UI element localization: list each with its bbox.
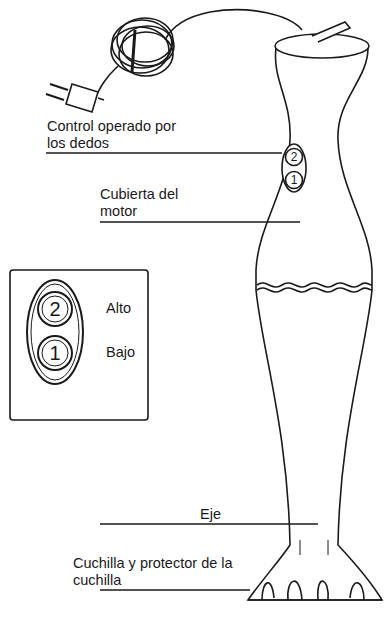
button-number: 2 (49, 299, 60, 319)
part-label: Cubierta del motor (100, 186, 180, 220)
finger-control (282, 144, 306, 192)
button-number: 2 (291, 151, 298, 163)
part-label: Control operado por los dedos (47, 118, 177, 152)
button-number: 1 (291, 174, 298, 186)
power-cord (96, 10, 302, 96)
blade-guard-openings (248, 581, 382, 600)
plug (46, 84, 104, 112)
setting-label: Bajo (106, 344, 135, 361)
control-inset (10, 270, 148, 420)
part-label: Cuchilla y protector de la cuchilla (73, 555, 233, 589)
button-number: 1 (49, 343, 60, 363)
setting-label: Alto (106, 300, 131, 317)
part-label: Eje (200, 506, 221, 523)
blender-body (248, 22, 382, 600)
